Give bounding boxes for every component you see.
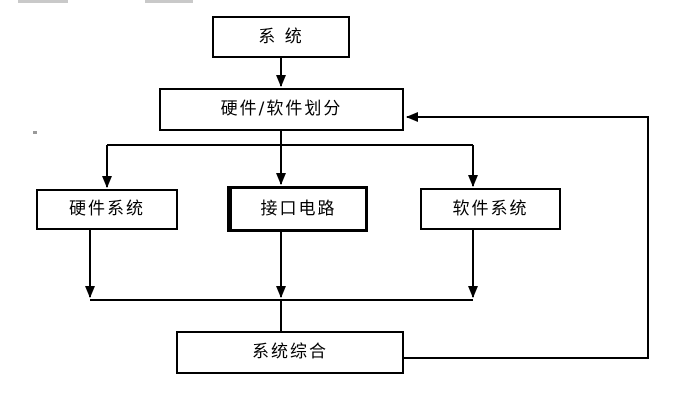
node-hw-sw-partition-label: 硬件/软件划分 <box>220 99 343 119</box>
cropped-text-artifact-left <box>18 0 68 3</box>
node-software-system: 软件系统 <box>420 188 561 230</box>
node-interface-circuit: 接口电路 <box>227 186 368 232</box>
cropped-text-artifact-right <box>145 0 193 3</box>
node-system-synthesis-label: 系统综合 <box>252 342 328 362</box>
node-system: 系 统 <box>212 16 350 58</box>
node-hardware-system: 硬件系统 <box>36 189 178 230</box>
edge-feedback-synthesis-to-partition <box>403 112 649 359</box>
node-interface-circuit-label: 接口电路 <box>260 198 337 219</box>
node-hardware-system-label: 硬件系统 <box>69 199 145 219</box>
node-software-system-label: 软件系统 <box>452 198 529 219</box>
node-system-label: 系 统 <box>258 26 304 47</box>
node-system-synthesis: 系统综合 <box>176 331 404 374</box>
node-hw-sw-partition: 硬件/软件划分 <box>159 88 404 131</box>
stray-dot-artifact <box>33 131 37 134</box>
